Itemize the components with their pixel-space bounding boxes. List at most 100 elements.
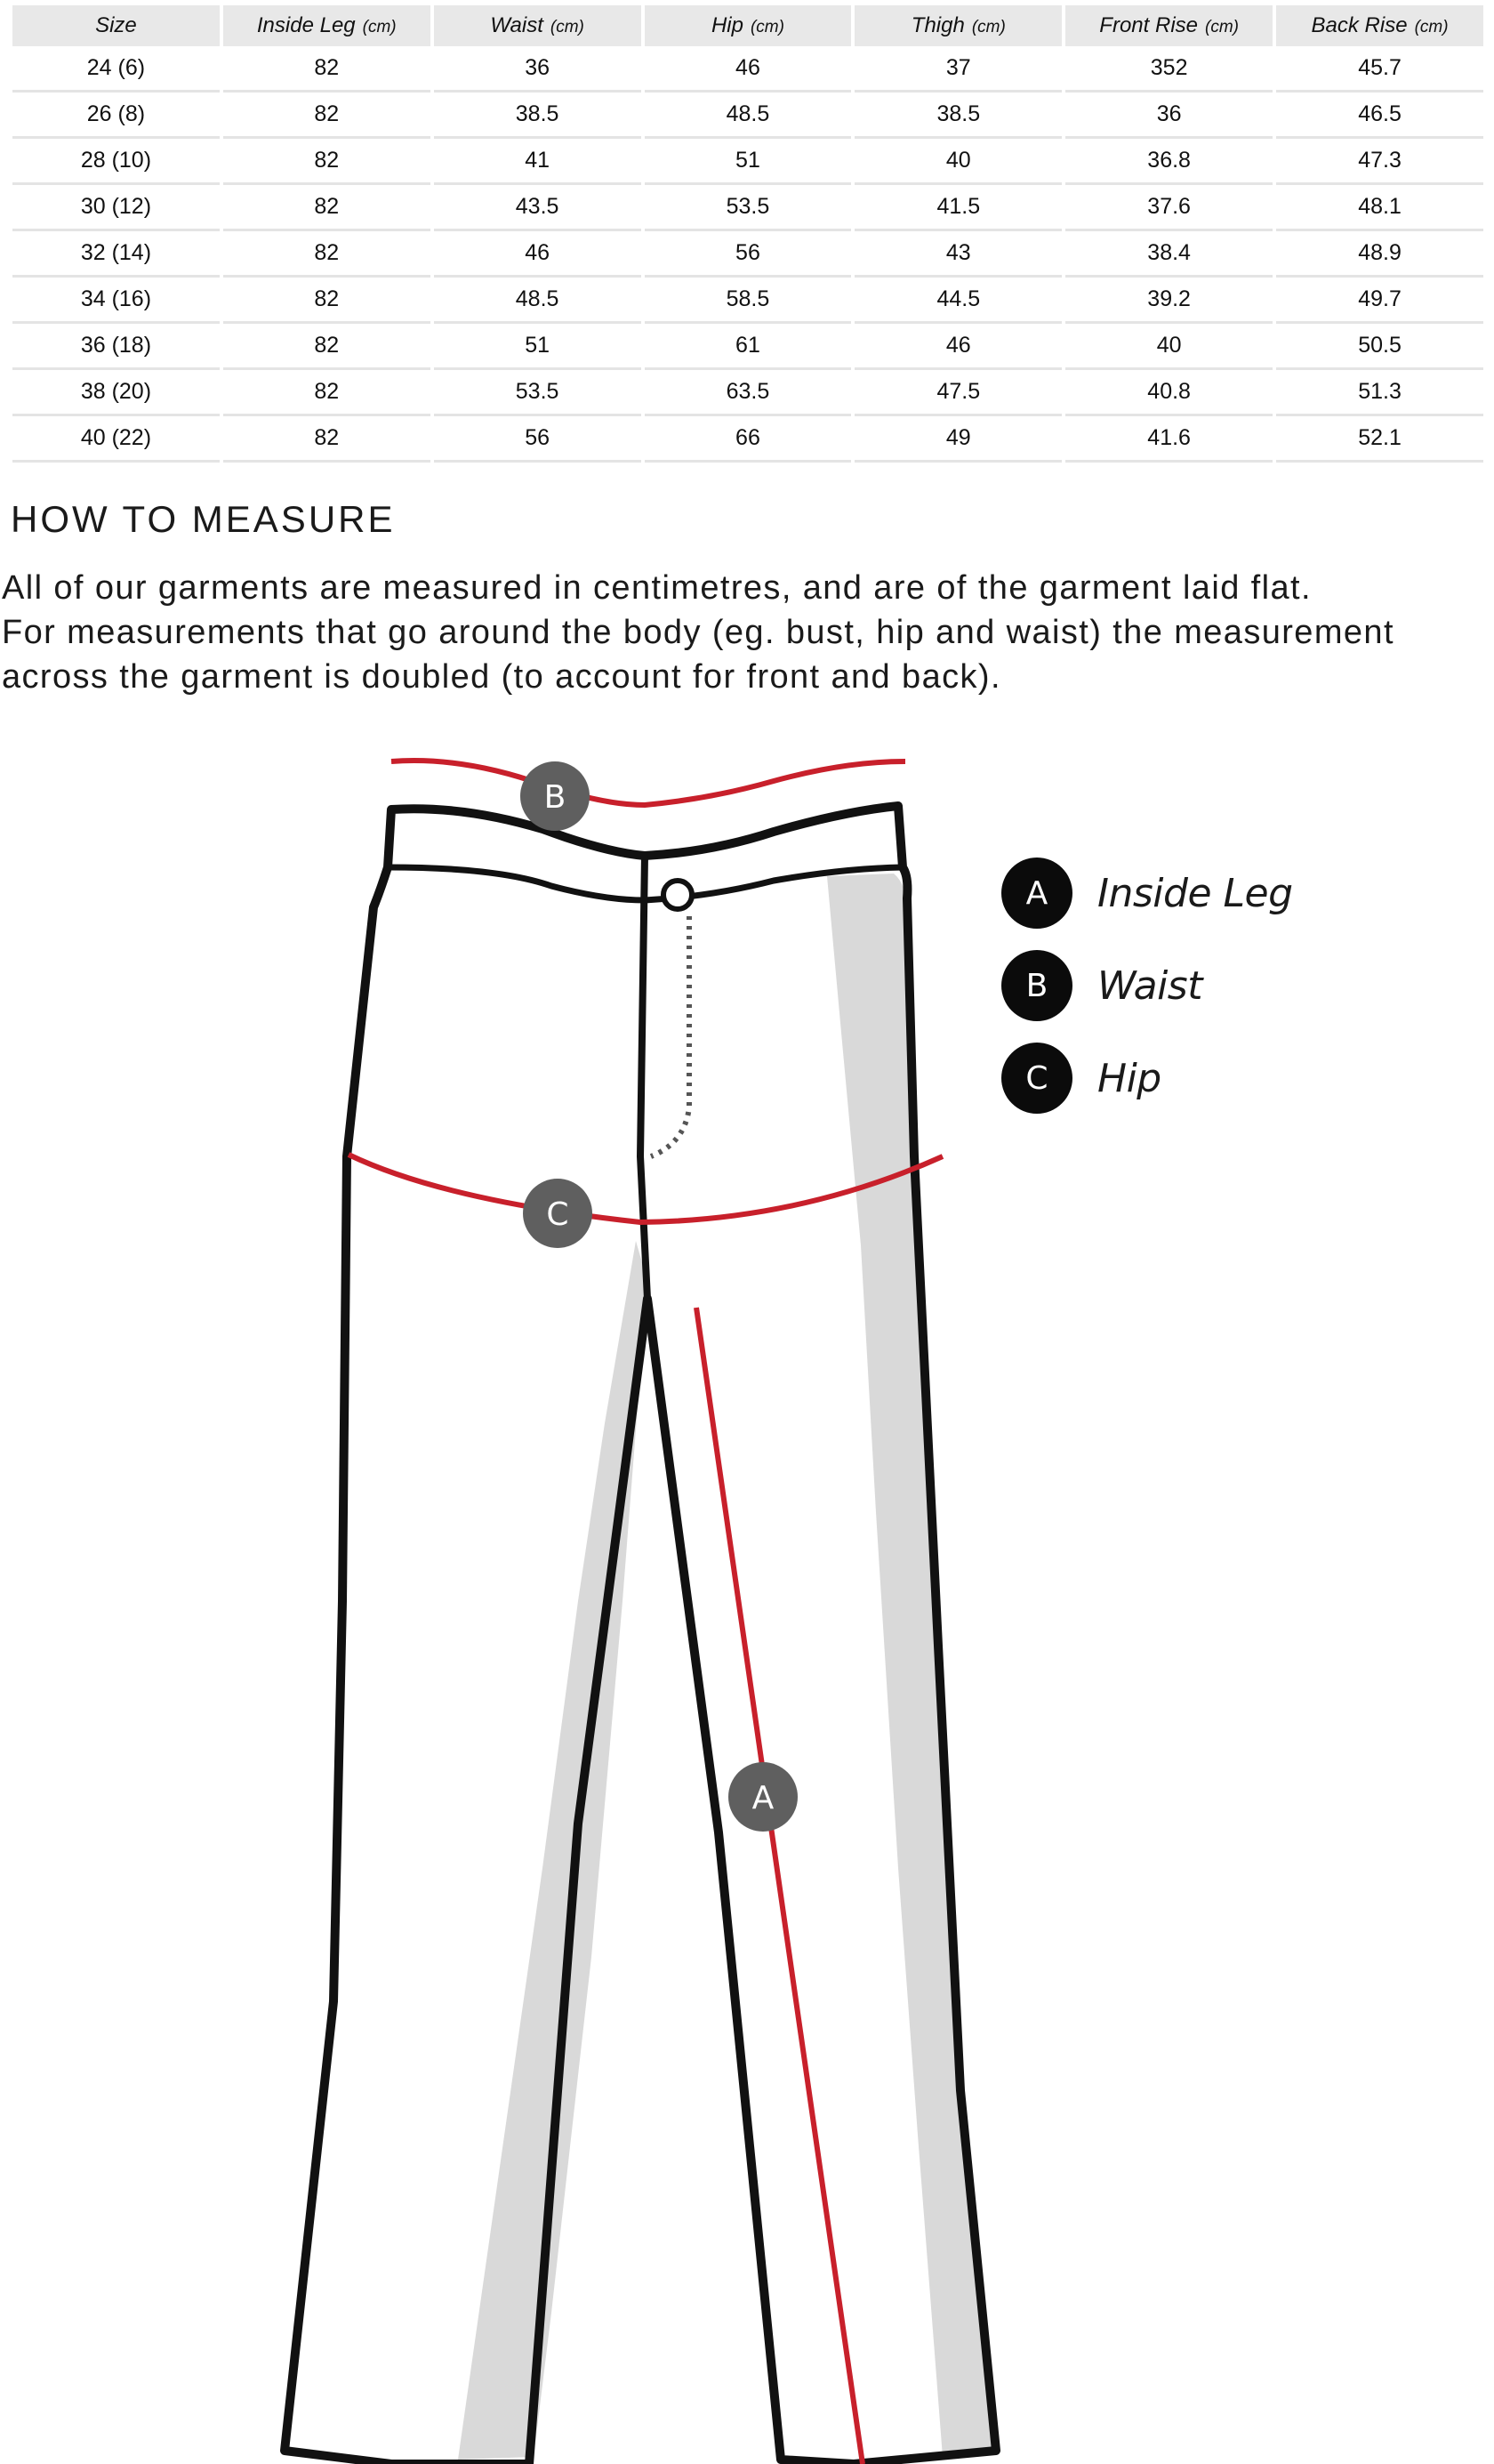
- table-header-row: Size Inside Leg(cm) Waist(cm) Hip(cm) Th…: [12, 5, 1483, 46]
- table-cell: 40: [1065, 324, 1273, 370]
- legend-item-hip: C Hip: [1001, 1032, 1464, 1124]
- table-cell: 43.5: [433, 185, 641, 231]
- header-size: Size: [12, 5, 220, 46]
- table-cell: 40 (22): [12, 416, 220, 463]
- table-cell: 82: [222, 324, 430, 370]
- inside-leg-measure-line: [694, 1307, 865, 2464]
- marker-b-letter: B: [544, 779, 566, 816]
- table-cell: 56: [644, 231, 852, 278]
- legend-badge-c: C: [1001, 1043, 1072, 1114]
- table-cell: 53.5: [433, 370, 641, 416]
- legend-item-waist: B Waist: [1001, 939, 1464, 1032]
- header-front-rise: Front Rise(cm): [1065, 5, 1273, 46]
- table-cell: 38 (20): [12, 370, 220, 416]
- table-cell: 36: [433, 46, 641, 93]
- table-cell: 66: [644, 416, 852, 463]
- header-back-rise: Back Rise(cm): [1276, 5, 1483, 46]
- trousers-measurement-diagram: B C A: [280, 758, 1000, 2464]
- table-cell: 41.6: [1065, 416, 1273, 463]
- table-cell: 49: [855, 416, 1063, 463]
- waist-measure-line: [390, 758, 906, 809]
- table-cell: 52.1: [1276, 416, 1483, 463]
- table-cell: 46: [433, 231, 641, 278]
- table-cell: 58.5: [644, 278, 852, 324]
- size-chart-table: Size Inside Leg(cm) Waist(cm) Hip(cm) Th…: [9, 5, 1487, 463]
- table-cell: 51: [433, 324, 641, 370]
- table-cell: 46: [855, 324, 1063, 370]
- marker-c-letter: C: [546, 1196, 568, 1233]
- table-cell: 38.5: [433, 93, 641, 139]
- table-cell: 82: [222, 185, 430, 231]
- table-cell: 47.3: [1276, 139, 1483, 185]
- marker-a: A: [728, 1762, 798, 1832]
- legend-item-inside-leg: A Inside Leg: [1001, 847, 1464, 939]
- table-cell: 50.5: [1276, 324, 1483, 370]
- table-cell: 46.5: [1276, 93, 1483, 139]
- button-icon: [661, 878, 695, 912]
- header-hip: Hip(cm): [644, 5, 852, 46]
- table-cell: 36.8: [1065, 139, 1273, 185]
- table-cell: 26 (8): [12, 93, 220, 139]
- header-inside-leg: Inside Leg(cm): [222, 5, 430, 46]
- table-cell: 46: [644, 46, 852, 93]
- table-cell: 41.5: [855, 185, 1063, 231]
- header-thigh: Thigh(cm): [855, 5, 1063, 46]
- hip-measure-line: [347, 1152, 944, 1226]
- table-cell: 28 (10): [12, 139, 220, 185]
- how-to-measure-text-line: For measurements that go around the body…: [2, 614, 1394, 651]
- table-cell: 30 (12): [12, 185, 220, 231]
- table-cell: 82: [222, 46, 430, 93]
- marker-a-letter: A: [752, 1780, 775, 1816]
- table-cell: 82: [222, 370, 430, 416]
- table-cell: 56: [433, 416, 641, 463]
- trousers-outline: [280, 801, 1000, 2464]
- how-to-measure-text-line: All of our garments are measured in cent…: [2, 569, 1312, 607]
- legend-label-hip: Hip: [1097, 1055, 1161, 1101]
- table-cell: 38.4: [1065, 231, 1273, 278]
- how-to-measure-heading: HOW TO MEASURE: [11, 498, 396, 540]
- table-cell: 40: [855, 139, 1063, 185]
- table-cell: 49.7: [1276, 278, 1483, 324]
- table-cell: 38.5: [855, 93, 1063, 139]
- table-cell: 40.8: [1065, 370, 1273, 416]
- fly-seam: [636, 855, 651, 1300]
- fly-stitching: [649, 916, 692, 1159]
- table-cell: 44.5: [855, 278, 1063, 324]
- marker-b: B: [520, 761, 590, 831]
- table-cell: 37.6: [1065, 185, 1273, 231]
- table-cell: 36: [1065, 93, 1273, 139]
- legend-badge-a: A: [1001, 858, 1072, 929]
- table-cell: 48.5: [433, 278, 641, 324]
- table-cell: 51: [644, 139, 852, 185]
- table-cell: 82: [222, 278, 430, 324]
- table-cell: 82: [222, 139, 430, 185]
- table-cell: 82: [222, 231, 430, 278]
- legend-label-inside-leg: Inside Leg: [1097, 870, 1293, 916]
- table-cell: 32 (14): [12, 231, 220, 278]
- table-cell: 36 (18): [12, 324, 220, 370]
- table-cell: 48.9: [1276, 231, 1483, 278]
- table-cell: 34 (16): [12, 278, 220, 324]
- table-cell: 48.1: [1276, 185, 1483, 231]
- table-cell: 51.3: [1276, 370, 1483, 416]
- table-cell: 48.5: [644, 93, 852, 139]
- table-cell: 53.5: [644, 185, 852, 231]
- trousers-shade-left: [458, 1241, 647, 2460]
- trousers-shade-right: [827, 874, 996, 2457]
- legend-badge-b: B: [1001, 950, 1072, 1021]
- measurement-legend: A Inside Leg B Waist C Hip: [1001, 847, 1464, 1124]
- table-cell: 63.5: [644, 370, 852, 416]
- header-waist: Waist(cm): [433, 5, 641, 46]
- table-cell: 37: [855, 46, 1063, 93]
- table-cell: 24 (6): [12, 46, 220, 93]
- table-cell: 39.2: [1065, 278, 1273, 324]
